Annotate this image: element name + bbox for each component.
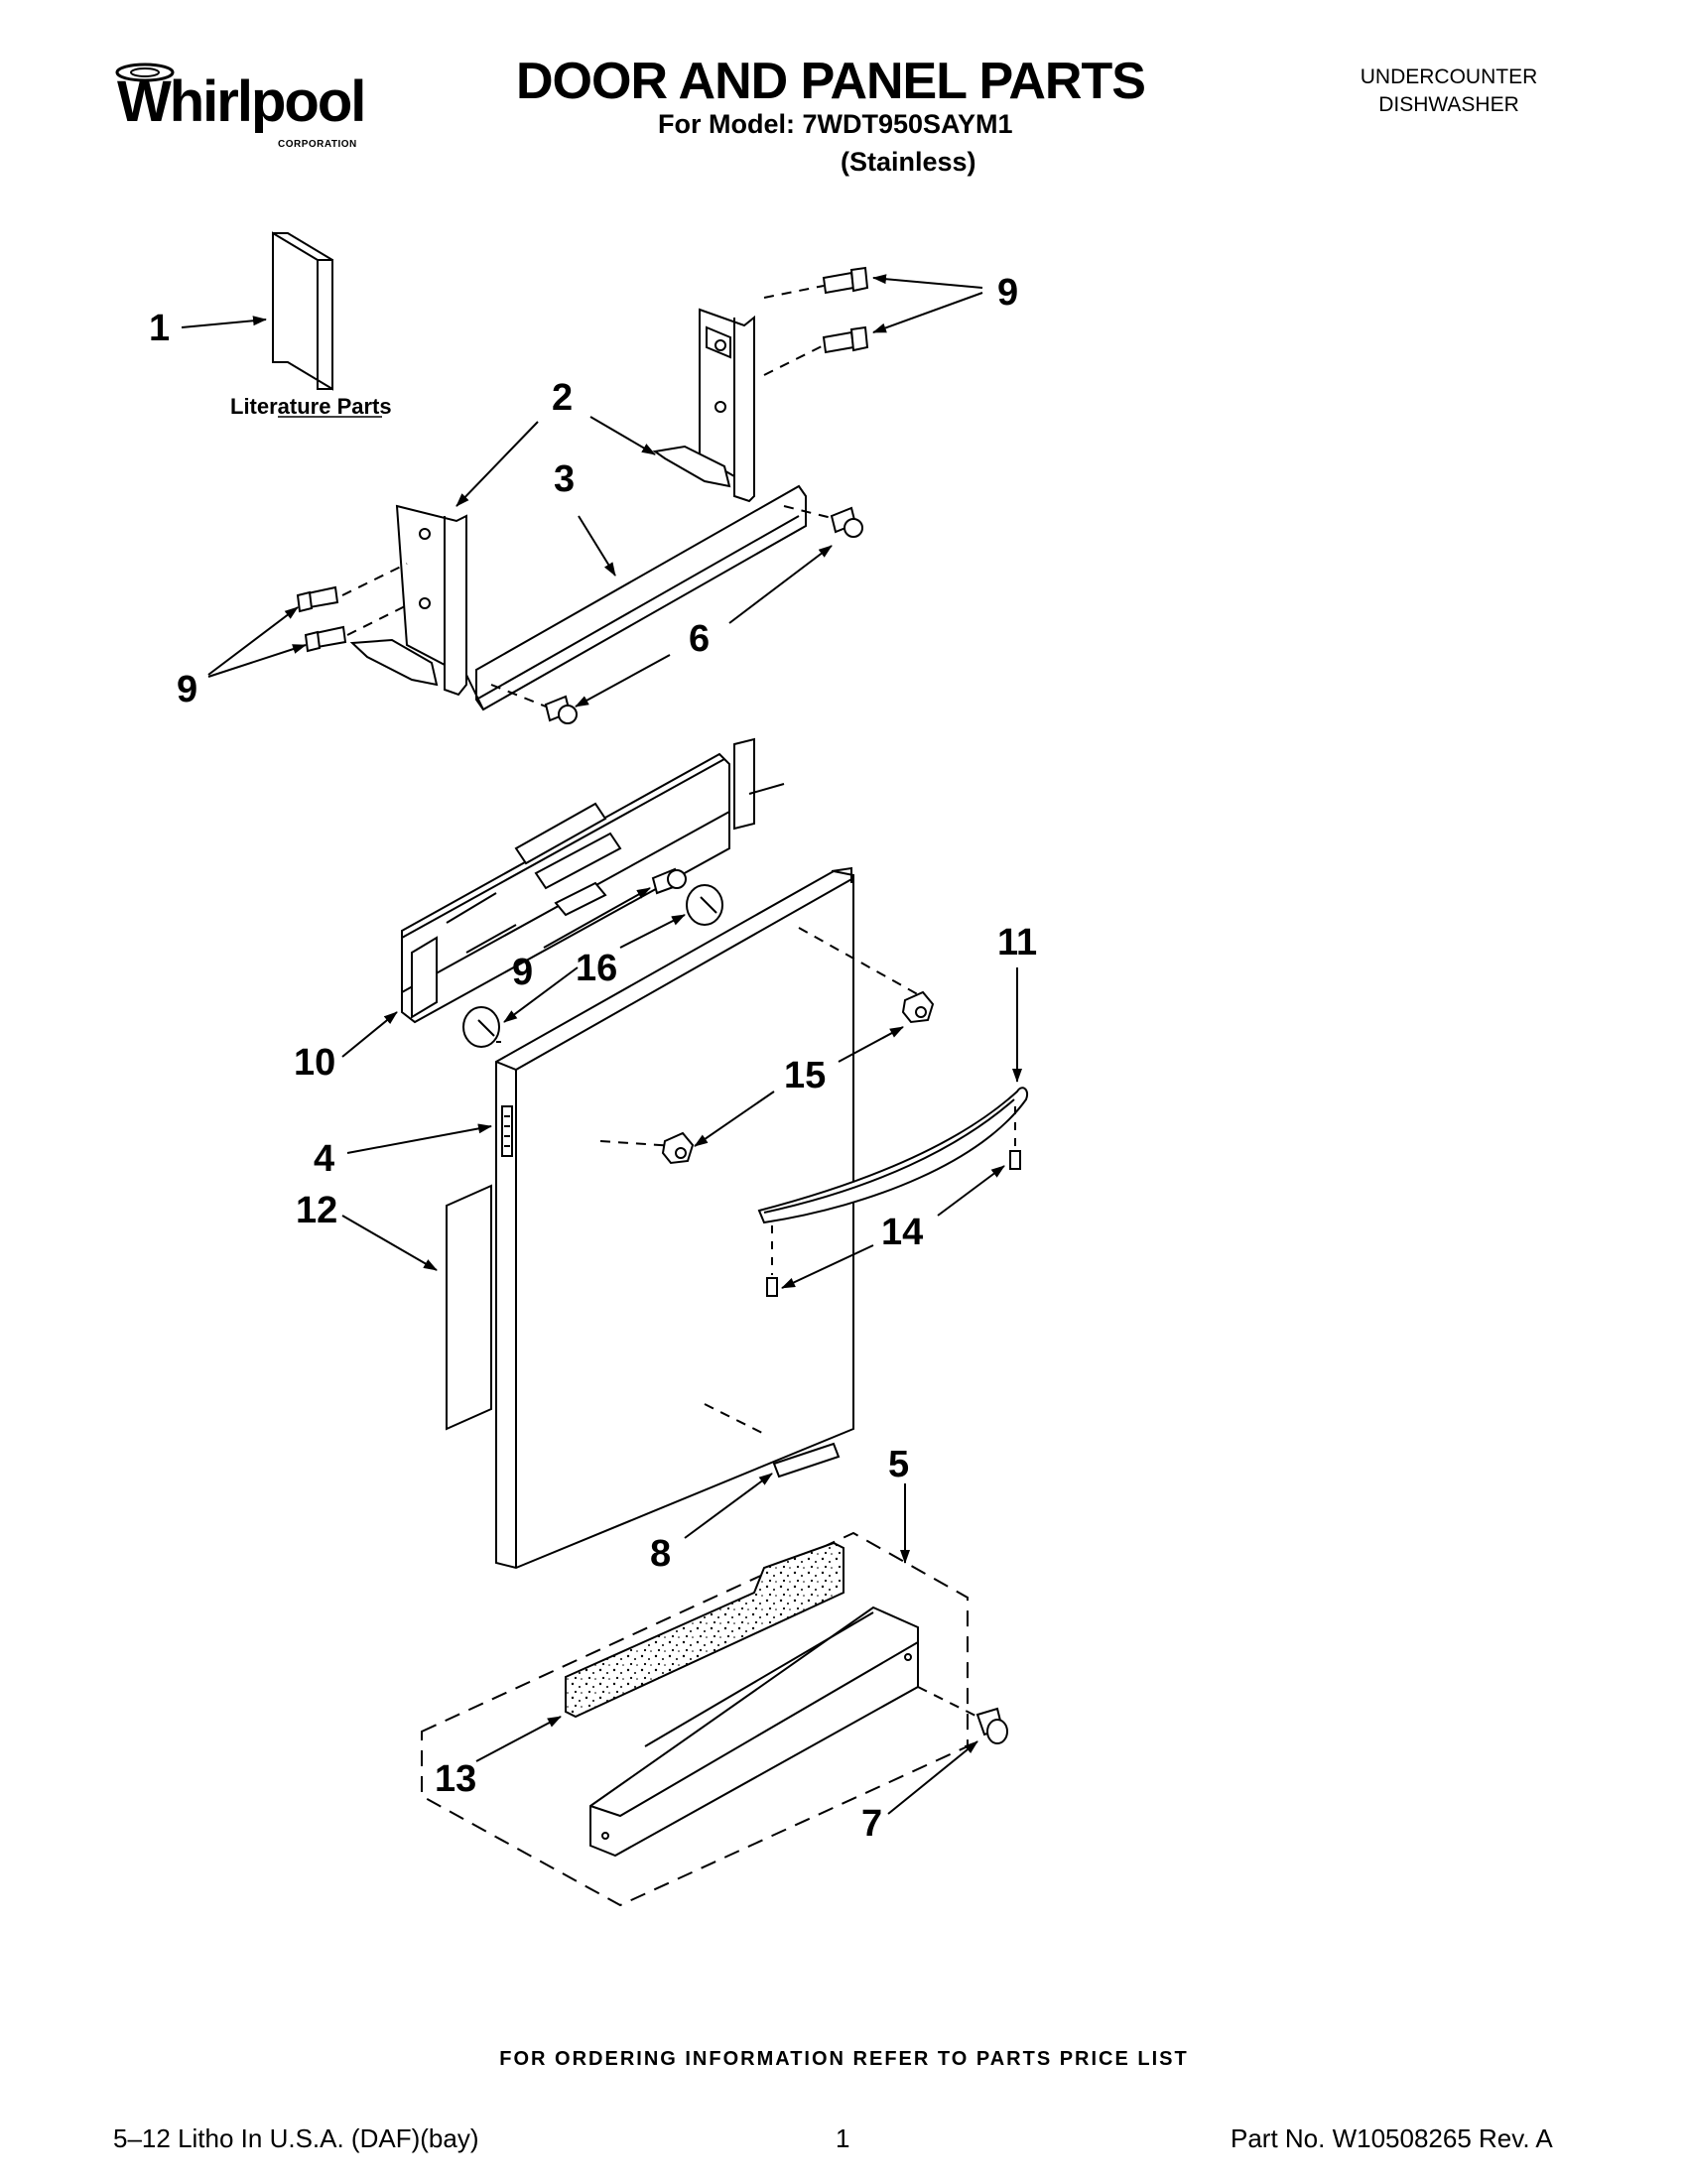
ordering-note: FOR ORDERING INFORMATION REFER TO PARTS …: [499, 2048, 1189, 2070]
screw-upper-1: [822, 266, 869, 295]
leader-13: [475, 1716, 562, 1762]
leader-8: [684, 1473, 773, 1539]
screw-console: [651, 867, 687, 895]
door-washer-left: [462, 1006, 500, 1048]
callout-4: 4: [314, 1138, 334, 1180]
logo-swirl-icon: [115, 63, 175, 82]
leader-9b-lower: [207, 644, 307, 678]
litho-info: 5–12 Litho In U.S.A. (DAF)(bay): [113, 2123, 479, 2153]
leader-1: [181, 316, 267, 328]
leader-6-right: [728, 545, 833, 624]
leader-2-left: [455, 421, 539, 507]
page-number: 1: [836, 2123, 850, 2153]
door-bracket-right: [652, 308, 755, 503]
callout-12: 12: [296, 1190, 337, 1231]
leader-9c: [543, 887, 651, 949]
leader-16-right: [619, 914, 686, 949]
page-title: DOOR AND PANEL PARTS: [516, 53, 1146, 110]
model-number: For Model: 7WDT950SAYM1: [658, 109, 1013, 139]
handle-mount-left: [661, 1131, 695, 1165]
toe-insulation: [565, 1541, 844, 1719]
part-number: Part No. W10508265 Rev. A: [1231, 2123, 1553, 2153]
screw-left-2: [304, 625, 347, 653]
callout-10: 10: [294, 1042, 335, 1084]
callout-1: 1: [149, 308, 170, 349]
callout-16: 16: [576, 948, 617, 989]
callout-5: 5: [888, 1444, 909, 1485]
leader-14-right: [937, 1165, 1005, 1217]
callout-9-console: 9: [512, 952, 533, 993]
callout-14: 14: [881, 1212, 923, 1253]
leader-10: [341, 1011, 398, 1058]
category-line-1: UNDERCOUNTER: [1360, 65, 1538, 88]
leader-9a-lower: [872, 292, 983, 333]
callout-9-left: 9: [177, 669, 197, 710]
leader-12: [341, 1215, 438, 1271]
callout-9-top: 9: [997, 272, 1018, 314]
door-bracket-left: [349, 504, 467, 697]
door-washer-right: [686, 884, 723, 926]
screw-panel-left: [544, 695, 578, 724]
callout-13: 13: [435, 1758, 476, 1800]
leader-6-left: [575, 654, 671, 707]
literature-parts-label: Literature Parts: [230, 394, 392, 419]
logo-corporation: CORPORATION: [278, 139, 357, 150]
appliance-category: UNDERCOUNTER DISHWASHER: [1320, 64, 1578, 119]
nameplate-badge: [772, 1442, 841, 1478]
leader-7: [887, 1740, 978, 1815]
toe-panel-screw: [975, 1707, 1008, 1744]
callout-3: 3: [554, 458, 575, 500]
handle-pin-right: [1009, 1150, 1021, 1170]
leader-14-left: [781, 1244, 874, 1289]
leader-15-left: [694, 1091, 775, 1147]
leader-3: [578, 515, 616, 577]
leader-15-right: [838, 1026, 904, 1063]
door-panel: [495, 866, 854, 1570]
callout-2: 2: [552, 377, 573, 419]
callout-15: 15: [784, 1055, 826, 1096]
logo-wordmark: Whirlpool: [117, 69, 366, 134]
model-variant: (Stainless): [841, 147, 976, 177]
control-console: [401, 737, 785, 1024]
panel-bracket: [465, 484, 807, 711]
whirlpool-logo: Whirlpool CORPORATION: [111, 62, 379, 161]
literature-booklet: [272, 231, 333, 391]
leader-2-right: [589, 416, 656, 455]
screw-left-1: [296, 585, 339, 613]
leader-9b-upper: [207, 606, 299, 676]
toe-panel: [589, 1606, 919, 1858]
screw-panel-right: [830, 506, 863, 538]
handle-mount-right: [901, 990, 935, 1024]
door-insulation: [446, 1184, 492, 1431]
category-line-2: DISHWASHER: [1378, 93, 1519, 116]
handle-pin-left: [766, 1277, 778, 1297]
leader-4: [346, 1123, 492, 1154]
leader-16-left: [503, 966, 579, 1023]
callout-11: 11: [997, 922, 1037, 964]
callout-6: 6: [689, 618, 710, 660]
leader-9a-upper: [872, 274, 983, 289]
callout-8: 8: [650, 1533, 671, 1575]
screw-upper-2: [822, 325, 869, 354]
door-handle: [757, 1087, 1028, 1224]
callout-7: 7: [861, 1803, 882, 1845]
